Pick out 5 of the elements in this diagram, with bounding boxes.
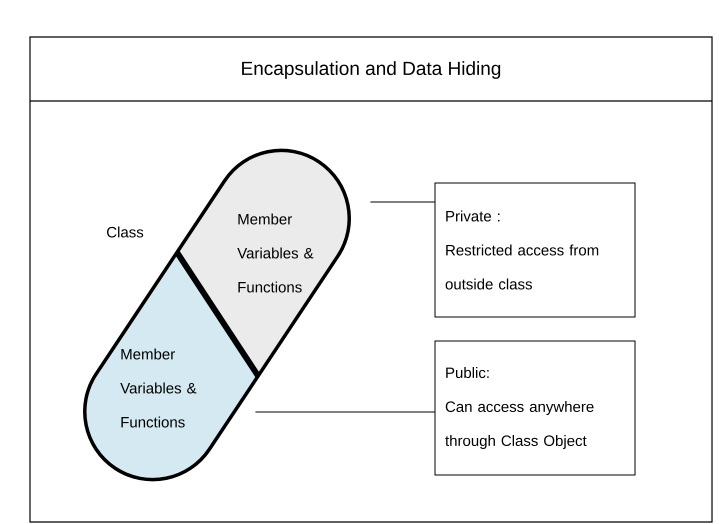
title: Encapsulation and Data Hiding [242, 61, 500, 79]
text-box: Public: Can access anywhere through Class Object [434, 340, 636, 476]
text-box: Private : Restricted access from outside class [434, 182, 636, 318]
class-label: Class [107, 226, 144, 238]
capsule-half: Member Variables & Functions [177, 150, 350, 376]
